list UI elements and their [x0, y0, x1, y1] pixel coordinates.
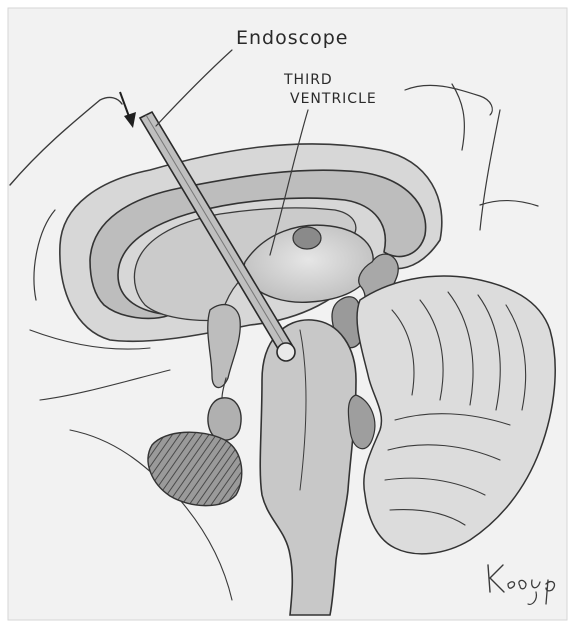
third-ventricle-label-line1: THIRD [283, 72, 333, 88]
pituitary-gland [208, 398, 241, 440]
massa-intermedia [293, 227, 321, 249]
endoscope-label: Endoscope [236, 27, 348, 49]
third-ventricle-label-line2: VENTRICLE [290, 91, 377, 107]
